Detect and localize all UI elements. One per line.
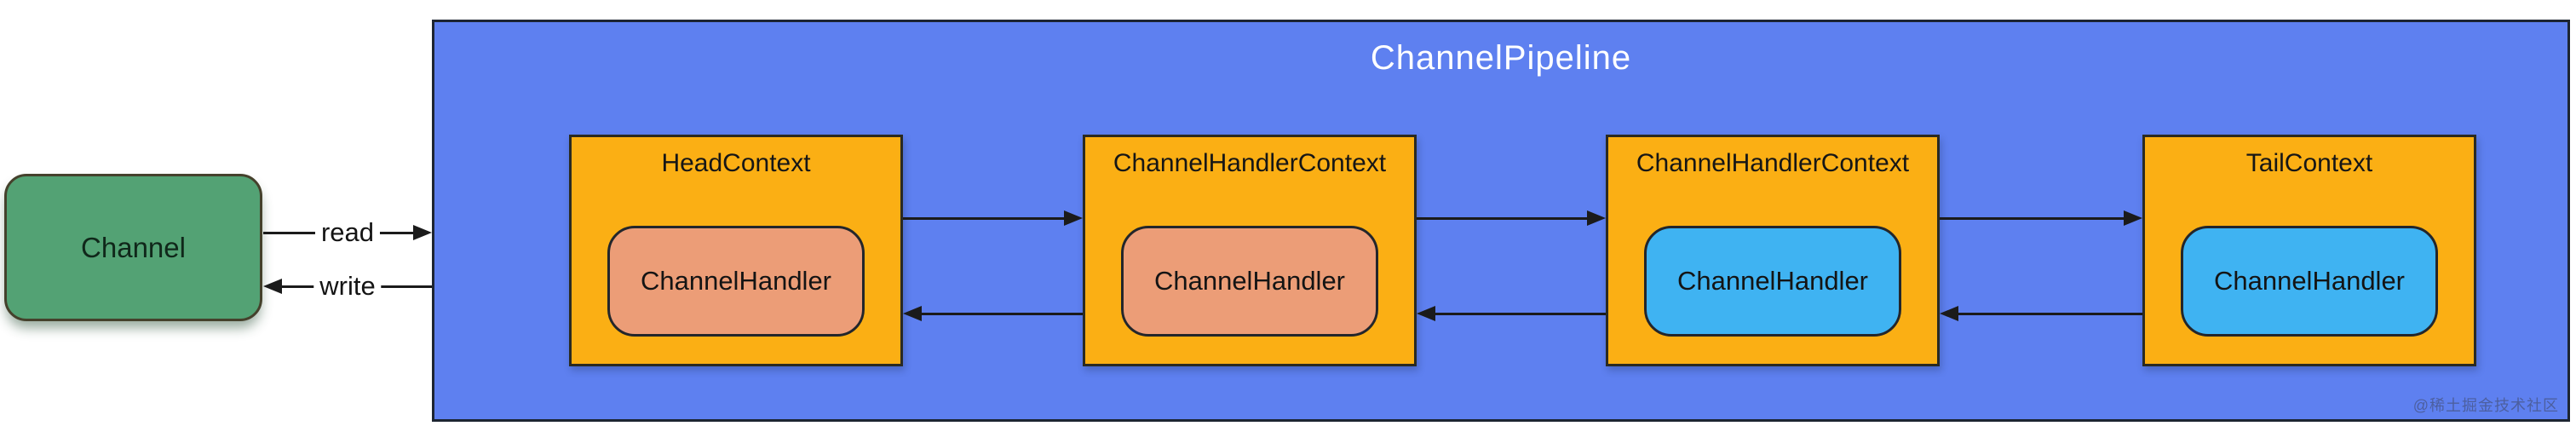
write-label: write	[313, 271, 382, 302]
write-arrow: write	[263, 271, 432, 302]
context-box-3: ChannelHandlerContext ChannelHandler	[1606, 135, 1940, 366]
channel-node: Channel	[4, 174, 262, 321]
context-box-tail: TailContext ChannelHandler	[2142, 135, 2476, 366]
handler-box: ChannelHandler	[2181, 226, 2438, 337]
backward-arrowhead	[903, 306, 922, 321]
forward-arrow-line	[903, 216, 1067, 220]
handler-label: ChannelHandler	[2213, 266, 2406, 296]
context-title: ChannelHandlerContext	[1636, 149, 1910, 177]
handler-label: ChannelHandler	[1153, 266, 1346, 296]
context-title: HeadContext	[661, 149, 811, 177]
watermark: @稀土掘金技术社区	[2412, 397, 2559, 414]
handler-label: ChannelHandler	[640, 266, 832, 296]
forward-arrow-line	[1417, 216, 1590, 220]
read-arrow: read	[263, 217, 432, 248]
backward-arrowhead	[1417, 306, 1435, 321]
handler-box: ChannelHandler	[1121, 226, 1378, 337]
backward-arrow-line	[1432, 312, 1606, 315]
forward-arrow-2	[1417, 210, 1606, 226]
handler-label: ChannelHandler	[1676, 266, 1869, 296]
context-box-2: ChannelHandlerContext ChannelHandler	[1083, 135, 1417, 366]
backward-arrow-2	[1417, 306, 1606, 321]
read-label: read	[314, 217, 381, 248]
forward-arrow-line	[1940, 216, 2127, 220]
context-box-head: HeadContext ChannelHandler	[569, 135, 903, 366]
forward-arrow-3	[1940, 210, 2142, 226]
handler-box: ChannelHandler	[607, 226, 865, 337]
handler-box: ChannelHandler	[1644, 226, 1901, 337]
read-arrowhead	[413, 225, 432, 240]
context-title: ChannelHandlerContext	[1113, 149, 1387, 177]
backward-arrow-line	[1955, 312, 2142, 315]
backward-arrow-line	[918, 312, 1083, 315]
forward-arrowhead	[2124, 210, 2142, 226]
backward-arrow-3	[1940, 306, 2142, 321]
pipeline-title: ChannelPipeline	[1370, 39, 1632, 77]
backward-arrow-1	[903, 306, 1083, 321]
backward-arrowhead	[1940, 306, 1958, 321]
channel-label: Channel	[81, 231, 186, 263]
context-title: TailContext	[2245, 149, 2373, 177]
forward-arrowhead	[1587, 210, 1606, 226]
forward-arrow-1	[903, 210, 1083, 226]
write-arrowhead	[263, 279, 282, 294]
pipeline-container: ChannelPipeline HeadContext ChannelHandl…	[432, 20, 2570, 422]
forward-arrowhead	[1064, 210, 1083, 226]
